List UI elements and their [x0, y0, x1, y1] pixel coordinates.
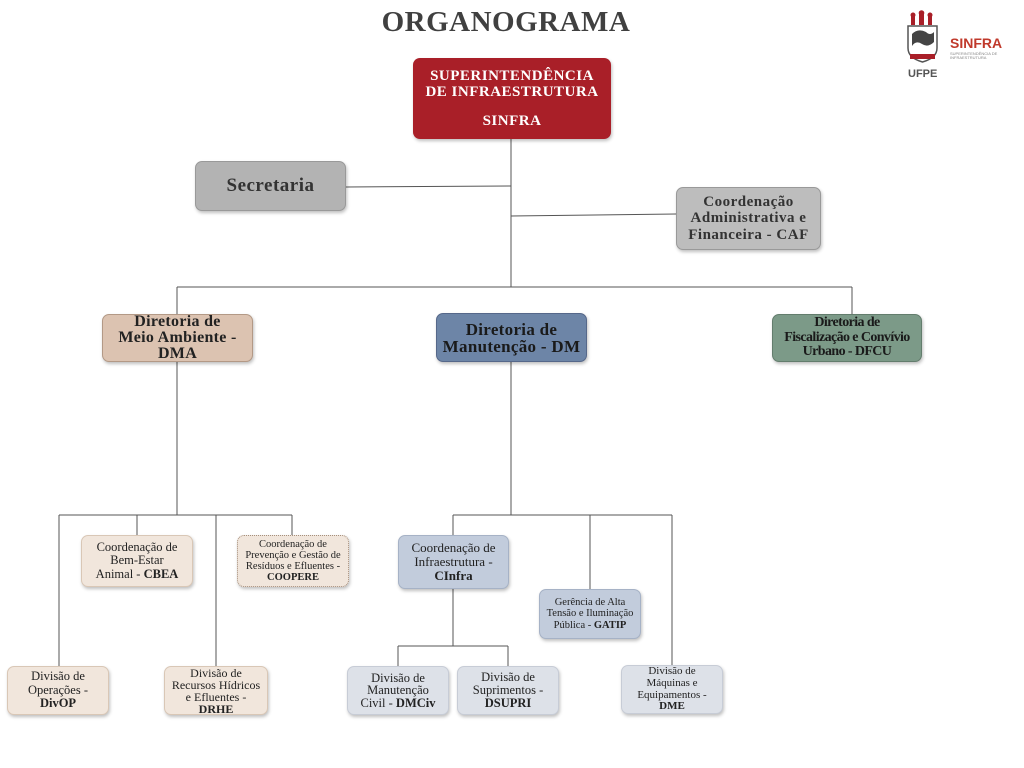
node-dm-line2: Manutenção - DM: [442, 336, 581, 356]
node-dfcu-line2: Fiscalização e Convívio: [784, 329, 910, 345]
node-dmciv-acronym: DMCiv: [395, 695, 436, 710]
sinfra-logo: SINFRA SUPERINTENDÊNCIA DE INFRAESTRUTUR…: [902, 10, 1012, 82]
node-sinfra-line2: DE INFRAESTRUTURA: [425, 84, 599, 101]
node-dfcu-line1: Diretoria de: [814, 314, 880, 330]
node-caf-line1: Coordenação: [703, 194, 794, 211]
node-caf: Coordenação Administrativa e Financeira …: [676, 187, 821, 250]
node-coopere-acronym: COOPERE: [267, 572, 319, 584]
node-cinfra: Coordenação de Infraestrutura - CInfra: [398, 535, 509, 589]
node-caf-line3: Financeira - CAF: [688, 226, 809, 243]
node-secretaria: Secretaria: [195, 161, 346, 211]
node-gatip-line3-wrap: Pública - GATIP: [554, 620, 627, 632]
node-cinfra-line1: Coordenação de: [411, 539, 496, 555]
node-secretaria-line1: Secretaria: [226, 174, 315, 196]
node-cbea-line3: Animal -: [95, 566, 144, 581]
node-gatip-line3: Pública -: [553, 619, 594, 631]
node-dmciv-line2: Manutenção: [367, 683, 429, 698]
node-gatip-line1: Gerência de Alta: [554, 596, 626, 608]
node-dme-acronym: DME: [659, 700, 685, 713]
node-drhe-line2: Recursos Hídricos: [171, 677, 261, 692]
node-cbea-line3-wrap: Animal - CBEA: [95, 566, 179, 582]
page-title: ORGANOGRAMA: [381, 6, 631, 38]
node-drhe-line3: e Efluentes -: [185, 689, 247, 704]
node-cbea: Coordenação de Bem-Estar Animal - CBEA: [81, 535, 193, 587]
node-dmciv-line3: Civil -: [360, 695, 396, 710]
node-sinfra: SUPERINTENDÊNCIA DE INFRAESTRUTURA SINFR…: [413, 58, 611, 139]
node-divop: Divisão de Operações - DivOP: [7, 666, 109, 715]
node-cbea-acronym: CBEA: [143, 566, 179, 581]
node-dme-line1: Divisão de: [648, 665, 696, 678]
node-dm-line1: Diretoria de: [465, 319, 558, 339]
node-dmciv-line1: Divisão de: [371, 670, 425, 685]
node-sinfra-line1: SUPERINTENDÊNCIA: [430, 68, 594, 85]
node-dsupri-acronym: DSUPRI: [484, 696, 532, 711]
node-coopere-line3: Resíduos e Efluentes -: [245, 561, 341, 572]
node-cbea-line2: Bem-Estar: [110, 553, 164, 568]
node-divop-line1: Divisão de: [31, 669, 85, 684]
node-sinfra-line3: SINFRA: [482, 112, 542, 129]
node-coopere: Coordenação de Prevenção e Gestão de Res…: [237, 535, 349, 587]
node-dma-line2: Meio Ambiente -: [118, 329, 237, 346]
node-gatip-line2: Tensão e Iluminação: [546, 608, 634, 620]
node-dma: Diretoria de Meio Ambiente - DMA: [102, 314, 253, 362]
node-dsupri-line2: Suprimentos -: [472, 682, 544, 697]
node-drhe: Divisão de Recursos Hídricos e Efluentes…: [164, 666, 268, 715]
node-drhe-line1: Divisão de: [190, 665, 242, 680]
node-dme: Divisão de Máquinas e Equipamentos - DME: [621, 665, 723, 714]
node-dfcu-line3: Urbano - DFCU: [802, 344, 892, 360]
node-dme-line2: Máquinas e: [646, 676, 698, 689]
node-dmciv-line3-wrap: Civil - DMCiv: [361, 697, 436, 710]
node-cbea-line1: Coordenação de: [96, 539, 178, 554]
node-dm: Diretoria de Manutenção - DM: [436, 313, 587, 362]
node-gatip: Gerência de Alta Tensão e Iluminação Púb…: [539, 589, 641, 639]
node-dfcu: Diretoria de Fiscalização e Convívio Urb…: [772, 314, 922, 362]
node-drhe-acronym: DRHE: [198, 701, 234, 716]
node-dmciv: Divisão de Manutenção Civil - DMCiv: [347, 666, 449, 715]
ufpe-crest-icon: [907, 10, 938, 63]
node-dsupri-line1: Divisão de: [481, 669, 535, 684]
node-gatip-acronym: GATIP: [593, 619, 627, 631]
node-cinfra-acronym: CInfra: [434, 568, 473, 584]
node-dme-line3: Equipamentos -: [637, 688, 707, 701]
node-coopere-line1: Coordenação de: [259, 538, 327, 550]
logo-university: UFPE: [908, 68, 938, 80]
node-cinfra-line2: Infraestrutura -: [414, 553, 493, 569]
node-dma-line1: Diretoria de: [134, 313, 221, 330]
node-divop-line2: Operações -: [27, 682, 89, 697]
node-caf-line2: Administrativa e: [690, 210, 807, 227]
node-dma-line3: DMA: [157, 345, 198, 362]
logo-subtitle: SUPERINTENDÊNCIA DE INFRAESTRUTURA: [950, 51, 998, 61]
logo-acronym: SINFRA: [950, 35, 1003, 51]
node-dsupri: Divisão de Suprimentos - DSUPRI: [457, 666, 559, 715]
node-divop-acronym: DivOP: [39, 696, 77, 711]
node-coopere-line2: Prevenção e Gestão de: [245, 549, 341, 561]
